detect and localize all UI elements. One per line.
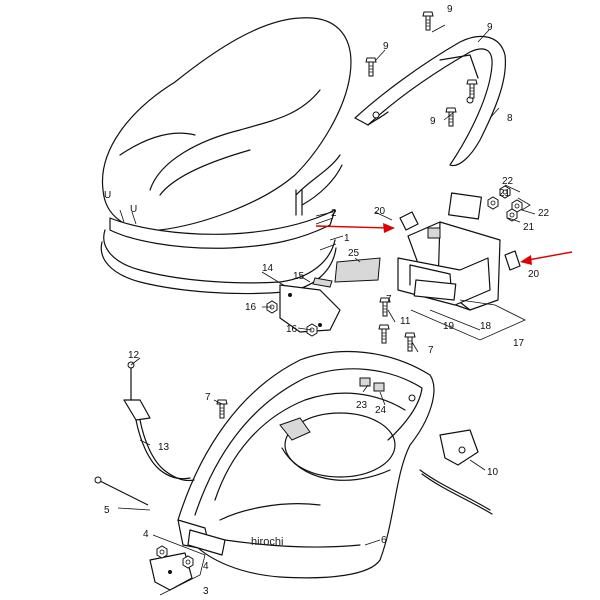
label-7-a: 7 xyxy=(386,294,392,305)
label-4-a: 4 xyxy=(143,529,149,540)
highlight-arrow-left xyxy=(315,223,395,233)
pin-5 xyxy=(94,476,149,506)
label-23: 23 xyxy=(356,400,368,411)
label-1: 1 xyxy=(344,233,350,244)
grab-bar xyxy=(354,35,507,167)
cap-20-right xyxy=(504,250,521,271)
label-22-b: 22 xyxy=(538,208,550,219)
bolt-9-d xyxy=(466,79,478,99)
bolt-7-right xyxy=(404,332,416,352)
highlight-arrow-right xyxy=(520,251,573,265)
seat: U U xyxy=(101,17,352,249)
label-8: 8 xyxy=(507,113,513,124)
label-3: 3 xyxy=(203,586,209,597)
svg-text:U: U xyxy=(104,190,111,201)
label-9-a: 9 xyxy=(447,4,453,15)
label-12: 12 xyxy=(128,350,140,361)
bolt-9-a xyxy=(422,11,434,31)
label-5: 5 xyxy=(104,505,110,516)
bolt-7-left xyxy=(216,399,228,419)
label-7-b: 7 xyxy=(428,345,434,356)
watermark-text: hirochi xyxy=(251,536,284,548)
bolt-9-b xyxy=(365,57,377,77)
pad-25 xyxy=(334,257,381,283)
label-16-b: 16 xyxy=(286,324,298,335)
label-14: 14 xyxy=(262,263,274,274)
label-11: 11 xyxy=(400,316,411,327)
svg-text:U: U xyxy=(130,204,137,215)
label-7-c: 7 xyxy=(205,392,211,403)
label-21-b: 21 xyxy=(523,222,535,233)
label-17: 17 xyxy=(513,338,525,349)
label-2: 2 xyxy=(331,208,337,219)
label-20-a: 20 xyxy=(374,206,386,217)
lock-10 xyxy=(419,429,493,515)
bracket-3 xyxy=(149,552,193,591)
nut-4-a xyxy=(156,545,168,559)
screw-21-a xyxy=(487,196,499,210)
label-4-b: 4 xyxy=(203,561,209,572)
label-24: 24 xyxy=(375,405,387,416)
leader-lines xyxy=(117,24,536,596)
label-9-d: 9 xyxy=(430,116,436,127)
label-25: 25 xyxy=(348,248,360,259)
label-10: 10 xyxy=(487,467,499,478)
label-9-b: 9 xyxy=(383,41,389,52)
label-18: 18 xyxy=(480,321,492,332)
label-16-a: 16 xyxy=(245,302,257,313)
label-19: 19 xyxy=(443,321,455,332)
label-6: 6 xyxy=(381,535,387,546)
seat-lock-box xyxy=(397,192,501,311)
storage-box xyxy=(177,351,435,579)
bolt-11 xyxy=(378,324,390,344)
label-22-a: 22 xyxy=(502,176,514,187)
label-9-c: 9 xyxy=(487,22,493,33)
label-15: 15 xyxy=(293,271,305,282)
label-21-a: 21 xyxy=(499,188,511,199)
cable-13 xyxy=(123,361,195,482)
nut-4-b xyxy=(182,555,194,569)
label-13: 13 xyxy=(158,442,170,453)
label-20-b: 20 xyxy=(528,269,540,280)
cap-20-left xyxy=(399,211,419,231)
panel-15 xyxy=(279,277,341,333)
